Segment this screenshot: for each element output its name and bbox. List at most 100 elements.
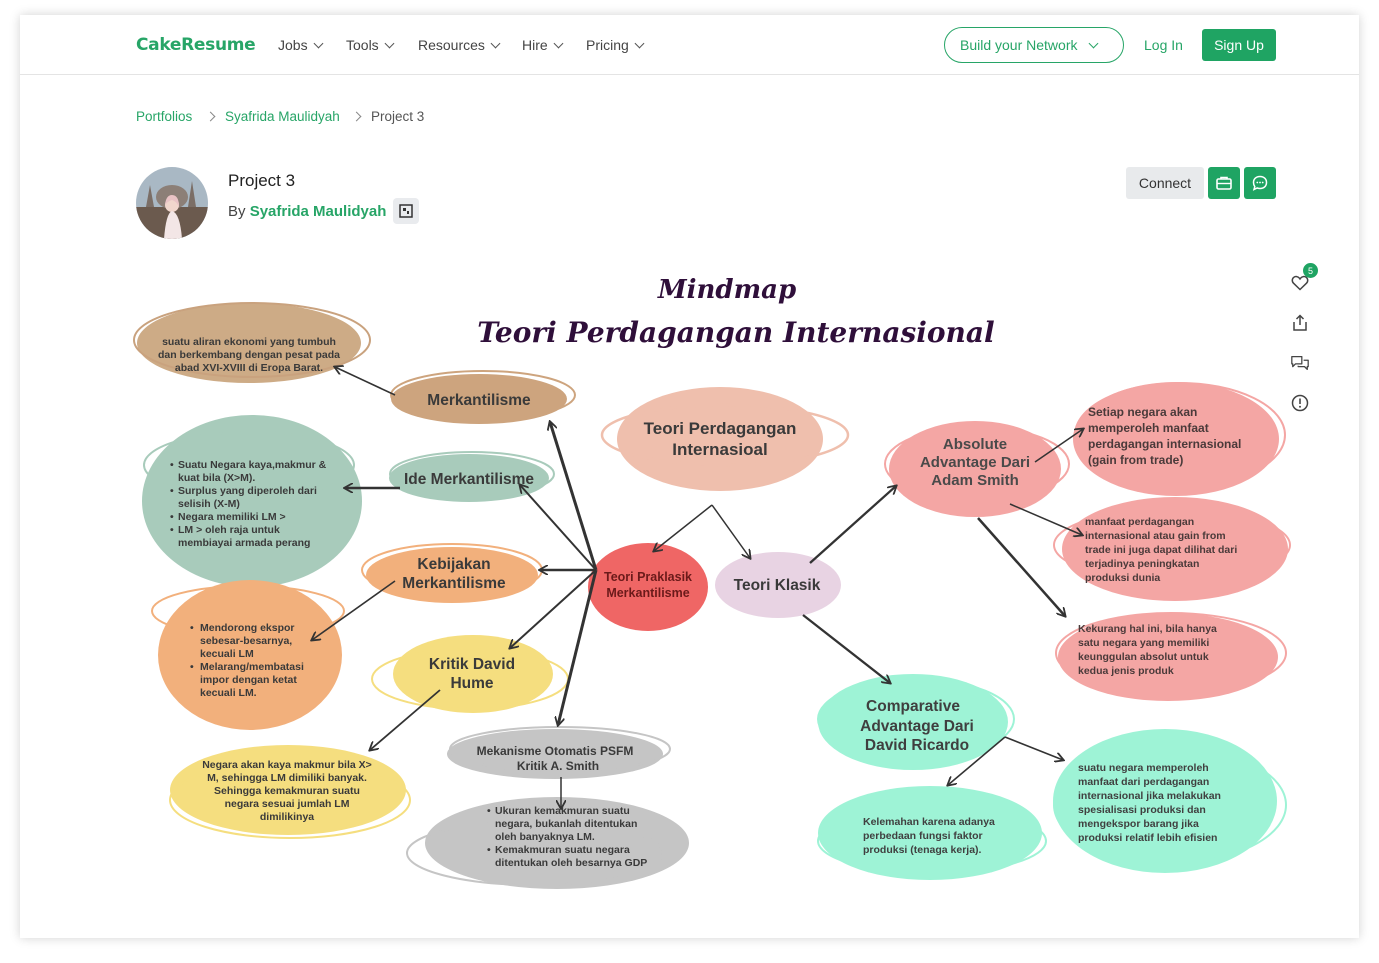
abs-desc2-3: trade ini juga dapat dilihat dari — [1085, 544, 1237, 556]
ide-desc-7: membiayai armada perang — [178, 537, 310, 549]
abs-desc1-2: memperoleh manfaat — [1088, 421, 1209, 435]
psfm-desc-2: negara, bukanlah ditentukan — [495, 818, 637, 830]
abs-desc3-4: kedua jenis produk — [1078, 665, 1174, 677]
hume-line1: Kritik David — [429, 656, 515, 673]
hume-desc-1: Negara akan kaya makmur bila X> — [202, 759, 372, 771]
ide-bullet-3: • — [170, 511, 174, 523]
ide-node: Ide Merkantilisme — [404, 471, 534, 488]
absolute-line3: Adam Smith — [931, 472, 1019, 489]
ide-desc-6: LM > oleh raja untuk — [178, 524, 280, 536]
alert-circle-icon — [1291, 394, 1309, 412]
comp-desc2-1: suatu negara memperoleh — [1078, 762, 1209, 774]
comp-desc2-4: spesialisasi produksi dan — [1078, 804, 1206, 816]
connect-button[interactable]: Connect — [1126, 167, 1204, 199]
abs-desc1-4: (gain from trade) — [1088, 453, 1183, 467]
comp-desc2-3: internasional jika melakukan — [1078, 790, 1221, 802]
logo[interactable]: CakeResume — [136, 35, 256, 55]
heart-icon — [1291, 275, 1309, 291]
breadcrumb-current: Project 3 — [371, 109, 425, 124]
like-button[interactable] — [1290, 273, 1310, 293]
hume-line2: Hume — [450, 675, 493, 692]
briefcase-icon — [1216, 176, 1232, 190]
kebijakan-desc-6: kecuali LM. — [200, 687, 257, 699]
menu-tools-label: Tools — [346, 37, 379, 53]
comp-desc2-6: produksi relatif lebih efisien — [1078, 832, 1217, 844]
like-count-badge: 5 — [1303, 263, 1318, 278]
psfm-desc-1: Ukuran kemakmuran suatu — [495, 805, 630, 817]
breadcrumb-portfolios[interactable]: Portfolios — [136, 109, 193, 124]
ide-bullet-2: • — [170, 485, 174, 497]
browser-page: CakeResume Jobs Tools Resources Hire Pri… — [20, 15, 1359, 938]
comparative-line1: Comparative — [866, 698, 960, 715]
psfm-line2: Kritik A. Smith — [517, 759, 599, 773]
hume-desc-5: dimilikinya — [260, 811, 314, 823]
psfm-desc-3: oleh banyaknya LM. — [495, 831, 595, 843]
comparative-line2: Advantage Dari — [860, 718, 974, 735]
absolute-line2: Advantage Dari — [920, 454, 1030, 471]
praklasik-line1: Teori Praklasik — [604, 570, 692, 584]
kebijakan-line2: Merkantilisme — [402, 575, 506, 592]
center-node-line1: Teori Perdagangan — [644, 419, 797, 438]
ide-desc-3: Surplus yang diperoleh dari — [178, 485, 317, 497]
kebijakan-desc-5: impor dengan ketat — [200, 674, 297, 686]
absolute-line1: Absolute — [943, 436, 1007, 453]
login-link[interactable]: Log In — [1144, 37, 1183, 53]
mindmap-title: Mindmap — [657, 275, 796, 305]
menu-tools[interactable]: Tools — [346, 37, 395, 53]
by-label: By — [228, 203, 246, 220]
mindmap-image: Mindmap Teori Perdagangan Internasional — [133, 275, 1291, 889]
share-button[interactable] — [1290, 313, 1310, 333]
top-navbar: CakeResume Jobs Tools Resources Hire Pri… — [20, 15, 1359, 75]
author-link[interactable]: Syafrida Maulidyah — [249, 203, 387, 220]
ide-desc-4: selisih (X-M) — [178, 498, 240, 510]
merkantilisme-node: Merkantilisme — [427, 392, 531, 409]
kebijakan-bullet-1: • — [190, 622, 194, 634]
menu-hire[interactable]: Hire — [522, 37, 564, 53]
merkantilisme-desc-3: abad XVI-XVIII di Eropa Barat. — [175, 362, 323, 374]
menu-hire-label: Hire — [522, 37, 548, 53]
comp-desc1-3: produksi (tenaga kerja). — [863, 844, 982, 856]
ide-bullet-4: • — [170, 524, 174, 536]
menu-pricing[interactable]: Pricing — [586, 37, 645, 53]
menu-resources-label: Resources — [418, 37, 485, 53]
ide-desc-1: Suatu Negara kaya,makmur & — [178, 459, 327, 471]
kebijakan-desc-2: sebesar-besarnya, — [200, 635, 292, 647]
build-network-button[interactable]: Build your Network — [944, 27, 1124, 63]
comp-desc2-5: mengekspor barang jika — [1078, 818, 1199, 830]
build-network-label: Build your Network — [960, 37, 1078, 53]
menu-jobs[interactable]: Jobs — [278, 37, 324, 53]
merkantilisme-desc-1: suatu aliran ekonomi yang tumbuh — [162, 336, 336, 348]
hume-desc-2: M, sehingga LM dimiliki banyak. — [207, 772, 367, 784]
merkantilisme-desc-2: dan berkembang dengan pesat pada — [158, 349, 340, 361]
briefcase-button[interactable] — [1208, 167, 1240, 199]
hume-desc-3: Sehingga kemakmuran suatu — [214, 785, 360, 797]
praklasik-line2: Merkantilisme — [606, 586, 689, 600]
kebijakan-bullet-2: • — [190, 661, 194, 673]
breadcrumb-author[interactable]: Syafrida Maulidyah — [225, 109, 340, 124]
kebijakan-line1: Kebijakan — [417, 556, 490, 573]
hume-desc-4: negara sesuai jumlah LM — [225, 798, 350, 810]
abs-desc3-3: keunggulan absolut untuk — [1078, 651, 1209, 663]
menu-resources[interactable]: Resources — [418, 37, 501, 53]
abs-desc2-5: produksi dunia — [1085, 572, 1160, 584]
project-byline: By Syafrida Maulidyah — [228, 203, 386, 220]
psfm-line1: Mekanisme Otomatis PSFM — [477, 744, 634, 758]
psfm-desc-4: Kemakmuran suatu negara — [495, 844, 630, 856]
mindmap-blobs — [133, 302, 1291, 889]
project-title: Project 3 — [228, 171, 296, 190]
chat-bubble-icon — [1252, 175, 1268, 191]
signup-button[interactable]: Sign Up — [1202, 29, 1276, 61]
ide-desc-5: Negara memiliki LM > — [178, 511, 286, 523]
psfm-bullet-1: • — [487, 805, 491, 817]
report-button[interactable] — [1290, 393, 1310, 413]
abs-desc1-3: perdagangan internasional — [1088, 437, 1241, 451]
qr-badge-icon[interactable] — [393, 198, 419, 224]
abs-desc2-1: manfaat perdagangan — [1085, 516, 1194, 528]
mindmap-subtitle: Teori Perdagangan Internasional — [477, 316, 994, 349]
message-button[interactable] — [1244, 167, 1276, 199]
comp-desc2-2: manfaat dari perdagangan — [1078, 776, 1209, 788]
kebijakan-desc-4: Melarang/membatasi — [200, 661, 304, 673]
ide-desc-2: kuat bila (X>M). — [178, 472, 255, 484]
ide-bullet-1: • — [170, 459, 174, 471]
comment-button[interactable] — [1290, 353, 1310, 373]
